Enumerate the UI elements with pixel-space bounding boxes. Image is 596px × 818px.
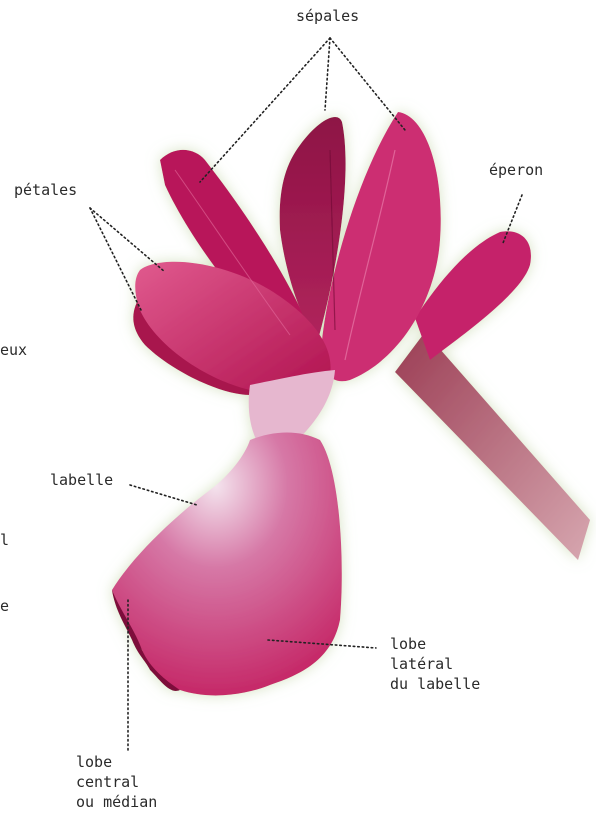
label-petales: pétales	[14, 180, 77, 200]
leader-sepales-right	[330, 38, 405, 130]
label-lobe-central: lobe central ou médian	[76, 752, 157, 812]
label-labelle: labelle	[50, 470, 113, 490]
cut-label-eux: eux	[0, 340, 27, 360]
cut-label-e: e	[0, 596, 9, 616]
label-sepales: sépales	[296, 6, 359, 26]
lobe-lateral-line-2: latéral	[390, 654, 480, 674]
label-eperon: éperon	[489, 160, 543, 180]
leader-labelle	[130, 485, 197, 505]
lobe-central-line-3: ou médian	[76, 792, 157, 812]
lobe-central-line-2: central	[76, 772, 157, 792]
label-lobe-lateral: lobe latéral du labelle	[390, 634, 480, 694]
lobe-central-line-1: lobe	[76, 752, 157, 772]
cut-label-l: l	[0, 530, 9, 550]
lobe-lateral-line-1: lobe	[390, 634, 480, 654]
leader-sepales-mid	[325, 38, 330, 110]
lobe-lateral-line-3: du labelle	[390, 674, 480, 694]
labellum	[112, 433, 342, 696]
leader-petales-2	[90, 208, 142, 312]
stem	[395, 332, 590, 560]
leader-petales-1	[90, 208, 165, 272]
